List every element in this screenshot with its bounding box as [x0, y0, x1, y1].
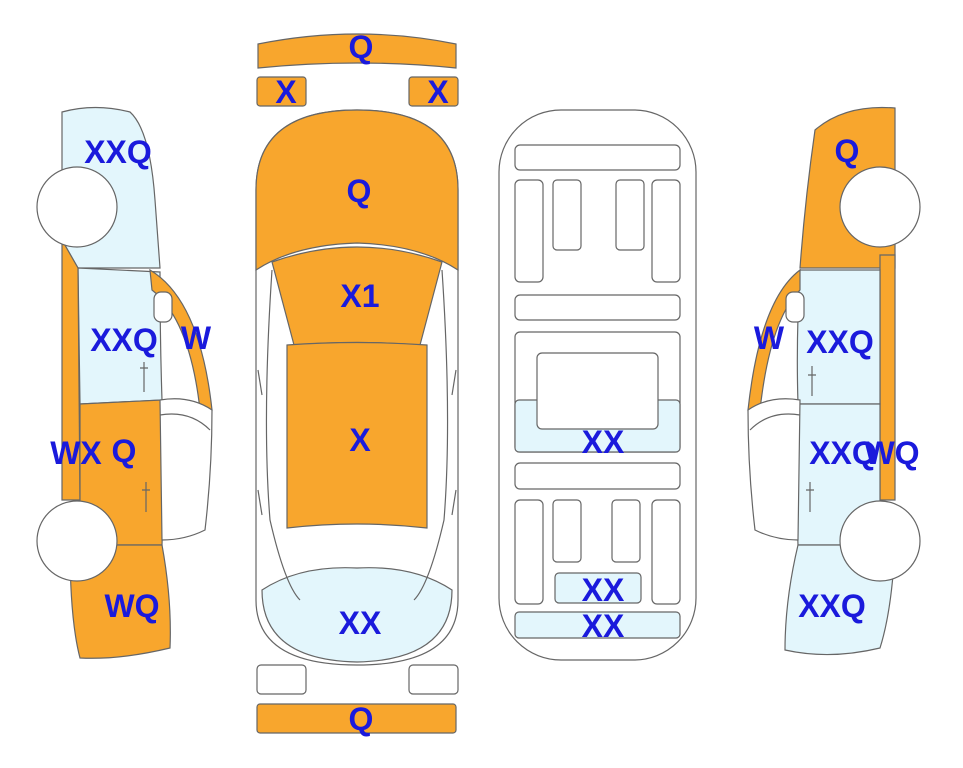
left-mirror-line — [257, 369, 263, 396]
underside-rear-rail-r — [651, 499, 681, 605]
underside-crossmember — [514, 294, 681, 321]
underside-rear-rail-l — [514, 499, 544, 605]
right-handle-front — [808, 366, 816, 396]
left-handle-front — [140, 362, 148, 392]
label-right-a-pillar: W — [754, 320, 785, 356]
damage-labels: Q X X Q X1 X XX Q XXQ XXQ W WX Q WQ XX X… — [50, 29, 919, 737]
label-left-quarter: WQ — [104, 588, 159, 624]
label-headlight-right: X — [427, 74, 449, 110]
left-window-line — [159, 413, 211, 431]
label-floor-rear-1: XX — [582, 572, 625, 608]
label-roof: X — [349, 422, 371, 458]
label-right-front-fender: Q — [835, 133, 860, 169]
label-right-rear-door: XXQ — [809, 435, 877, 471]
underside-rear-panel-1 — [554, 572, 642, 604]
underside-front-rail-l — [514, 179, 544, 283]
left-side-view — [36, 106, 213, 659]
underside-rear-box-r — [611, 499, 641, 563]
front-bumper-panel — [257, 33, 457, 69]
left-rear-wheel — [36, 500, 118, 582]
label-rear-window: XX — [339, 605, 382, 641]
underside-front-box-r — [615, 179, 645, 251]
label-left-front-fender: XXQ — [84, 134, 152, 170]
underside-fuel-tank — [536, 352, 659, 430]
left-handle-rear — [142, 482, 150, 512]
top-view — [255, 33, 459, 734]
right-mirror — [785, 291, 805, 323]
underside-front-rail-r — [651, 179, 681, 283]
headlight-right-panel — [408, 76, 459, 107]
left-front-wheel — [36, 166, 118, 248]
roof-panel — [286, 341, 428, 529]
left-mirror — [153, 291, 173, 323]
headlight-left-panel — [256, 76, 307, 107]
taillight-left-panel — [256, 664, 307, 695]
underside-front-box-l — [552, 179, 582, 251]
label-floor-rear-2: XX — [582, 608, 625, 644]
right-front-wheel — [839, 166, 921, 248]
label-front-bumper: Q — [349, 29, 374, 65]
underside-view — [498, 109, 697, 661]
label-headlight-left: X — [275, 74, 297, 110]
underside-rear-bar — [514, 462, 681, 490]
taillight-right-panel — [408, 664, 459, 695]
left-rear-window — [159, 398, 213, 541]
underside-rear-box-l — [552, 499, 582, 563]
underside-rear-panel-2 — [514, 611, 681, 639]
label-left-a-pillar: W — [181, 320, 212, 356]
left-side-contour — [265, 269, 301, 601]
right-mirror-line — [451, 369, 457, 396]
label-windshield: X1 — [340, 278, 379, 314]
right-side-contour — [413, 269, 449, 601]
label-right-quarter: XXQ — [798, 588, 866, 624]
hood-panel — [255, 109, 459, 272]
underside-front-bar — [514, 144, 681, 171]
rear-window-panel — [261, 567, 453, 663]
label-hood: Q — [347, 173, 372, 209]
rear-bumper-panel — [256, 703, 457, 734]
label-left-rear-door-q: Q — [112, 433, 137, 469]
label-floor-center: XX — [582, 424, 625, 460]
label-rear-bumper: Q — [349, 701, 374, 737]
right-rear-window — [747, 398, 801, 541]
right-rear-wheel — [839, 500, 921, 582]
right-mirror-line-2 — [451, 489, 457, 516]
label-right-rear-sill: WQ — [864, 435, 919, 471]
label-left-rear-door-w: WX — [50, 435, 102, 471]
label-right-front-door: XXQ — [806, 324, 874, 360]
right-handle-rear — [806, 482, 814, 512]
left-mirror-line-2 — [257, 489, 263, 516]
right-window-line — [749, 413, 801, 431]
label-left-front-door: XXQ — [90, 322, 158, 358]
right-side-view — [747, 106, 921, 656]
